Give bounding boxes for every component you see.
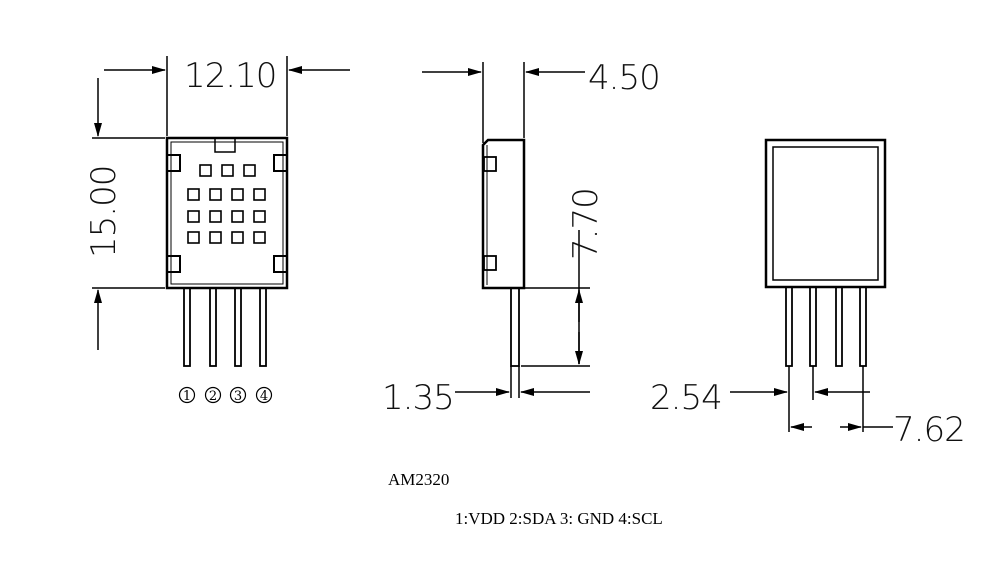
dim-side-depth [422,62,585,143]
vent-grid [187,164,266,244]
pin-number-4: 4 [255,386,273,404]
back-pins [785,286,867,367]
svg-text:1: 1 [183,389,191,404]
pin-number-1: 1 [178,386,196,404]
pin-numbers: 1 2 3 4 [178,386,273,404]
pin-thickness-label: 1.35 [382,378,454,418]
svg-text:3: 3 [234,389,242,404]
side-view [481,138,526,367]
dim-pin-length [521,230,590,367]
front-body [165,136,289,290]
back-body [764,138,887,289]
side-depth-label: 4.50 [588,58,660,98]
pin-pitch-label: 2.54 [650,378,722,418]
dim-pin-pitch [730,366,870,432]
dim-front-width [104,56,350,136]
dim-pin-thickness [455,366,590,398]
svg-text:4: 4 [260,389,268,404]
svg-text:2: 2 [209,389,217,404]
front-height-label: 15.00 [84,166,124,258]
pin-number-2: 2 [204,386,222,404]
pin-length-label: 7.70 [566,188,606,260]
dim-pin-span [790,366,893,432]
side-pin [510,287,520,367]
pin-span-label: 7.62 [893,410,965,450]
front-width-label: 12.10 [184,56,276,96]
front-pins [183,287,267,367]
side-body [481,138,526,290]
back-view [764,138,887,367]
dim-front-height [92,78,165,350]
model-label: AM2320 [388,470,450,489]
pin-number-3: 3 [229,386,247,404]
pinout-label: 1:VDD 2:SDA 3: GND 4:SCL [455,509,663,528]
front-view [165,136,289,367]
